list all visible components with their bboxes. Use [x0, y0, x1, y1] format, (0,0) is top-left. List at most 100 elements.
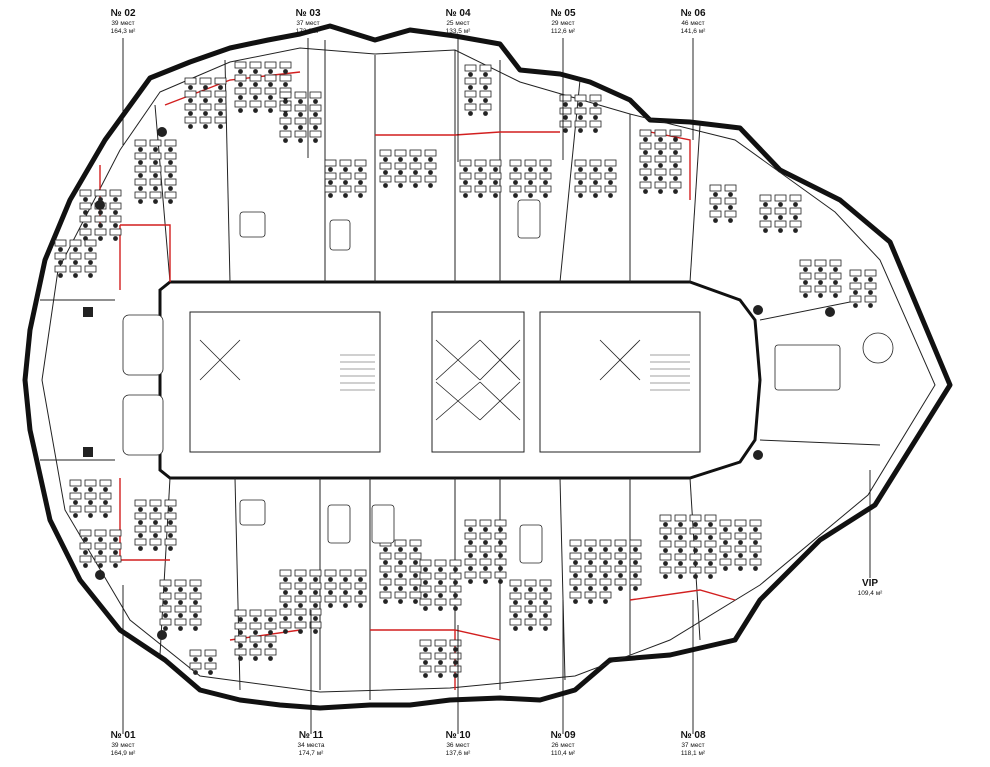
desk: [204, 649, 217, 657]
desk: [669, 155, 682, 163]
desk: [234, 61, 247, 69]
desk: [264, 635, 277, 643]
desk: [494, 519, 507, 527]
desk: [589, 94, 602, 102]
desk: [134, 525, 147, 533]
chair: [763, 202, 768, 207]
chair: [563, 115, 568, 120]
chair: [193, 626, 198, 631]
desk: [409, 162, 422, 170]
chair: [398, 560, 403, 565]
chair: [483, 72, 488, 77]
chair: [763, 215, 768, 220]
meeting-table: [519, 524, 543, 564]
unit-number: № 06: [680, 8, 705, 19]
chair: [468, 579, 473, 584]
chair: [678, 535, 683, 540]
desk: [379, 565, 392, 573]
desk: [279, 595, 292, 603]
chair: [73, 260, 78, 265]
desk: [599, 565, 612, 573]
desk: [489, 185, 502, 193]
desk: [174, 579, 187, 587]
chair: [268, 69, 273, 74]
chair: [803, 293, 808, 298]
desk: [184, 90, 197, 98]
chair: [528, 600, 533, 605]
desk: [249, 635, 262, 643]
desk: [569, 578, 582, 586]
desk: [464, 103, 477, 111]
desk: [539, 172, 552, 180]
desk: [309, 595, 322, 603]
desk: [264, 609, 277, 617]
chair: [298, 99, 303, 104]
desk: [94, 542, 107, 550]
chair: [383, 586, 388, 591]
chair: [163, 587, 168, 592]
desk: [639, 181, 652, 189]
chair: [513, 587, 518, 592]
desk: [464, 64, 477, 72]
chair: [478, 180, 483, 185]
desk: [94, 529, 107, 537]
desk: [339, 172, 352, 180]
chair: [793, 215, 798, 220]
desk: [749, 519, 762, 527]
chair: [383, 547, 388, 552]
chair: [438, 567, 443, 572]
chair: [593, 115, 598, 120]
desk: [589, 107, 602, 115]
stair-block-left: [189, 311, 381, 453]
desk: [189, 592, 202, 600]
chair: [83, 537, 88, 542]
desk: [279, 582, 292, 590]
chair: [723, 540, 728, 545]
desk: [569, 539, 582, 547]
chair: [328, 577, 333, 582]
chair: [153, 147, 158, 152]
chair: [383, 599, 388, 604]
desk: [759, 194, 772, 202]
desk: [584, 578, 597, 586]
desk: [799, 259, 812, 267]
chair: [708, 561, 713, 566]
chair: [608, 167, 613, 172]
chair: [578, 115, 583, 120]
desk: [709, 184, 722, 192]
desk: [184, 77, 197, 85]
desk: [99, 492, 112, 500]
desk: [434, 652, 447, 660]
chair: [153, 199, 158, 204]
meeting-table: [774, 344, 841, 391]
chair: [253, 95, 258, 100]
chair: [603, 573, 608, 578]
desk: [524, 579, 537, 587]
desk: [434, 572, 447, 580]
chair: [88, 513, 93, 518]
desk: [409, 591, 422, 599]
chair: [358, 603, 363, 608]
desk: [324, 159, 337, 167]
chair: [193, 613, 198, 618]
chair: [253, 82, 258, 87]
desk: [339, 569, 352, 577]
desk: [134, 512, 147, 520]
desk: [704, 514, 717, 522]
desk: [724, 210, 737, 218]
desk: [449, 665, 462, 673]
desk: [419, 598, 432, 606]
desk: [814, 285, 827, 293]
desk: [264, 87, 277, 95]
chair: [328, 167, 333, 172]
desk: [674, 566, 687, 574]
chair: [328, 193, 333, 198]
chair: [543, 180, 548, 185]
chair: [413, 547, 418, 552]
chair: [83, 223, 88, 228]
chair: [283, 138, 288, 143]
desk: [94, 228, 107, 236]
chair: [193, 600, 198, 605]
chair: [58, 273, 63, 278]
